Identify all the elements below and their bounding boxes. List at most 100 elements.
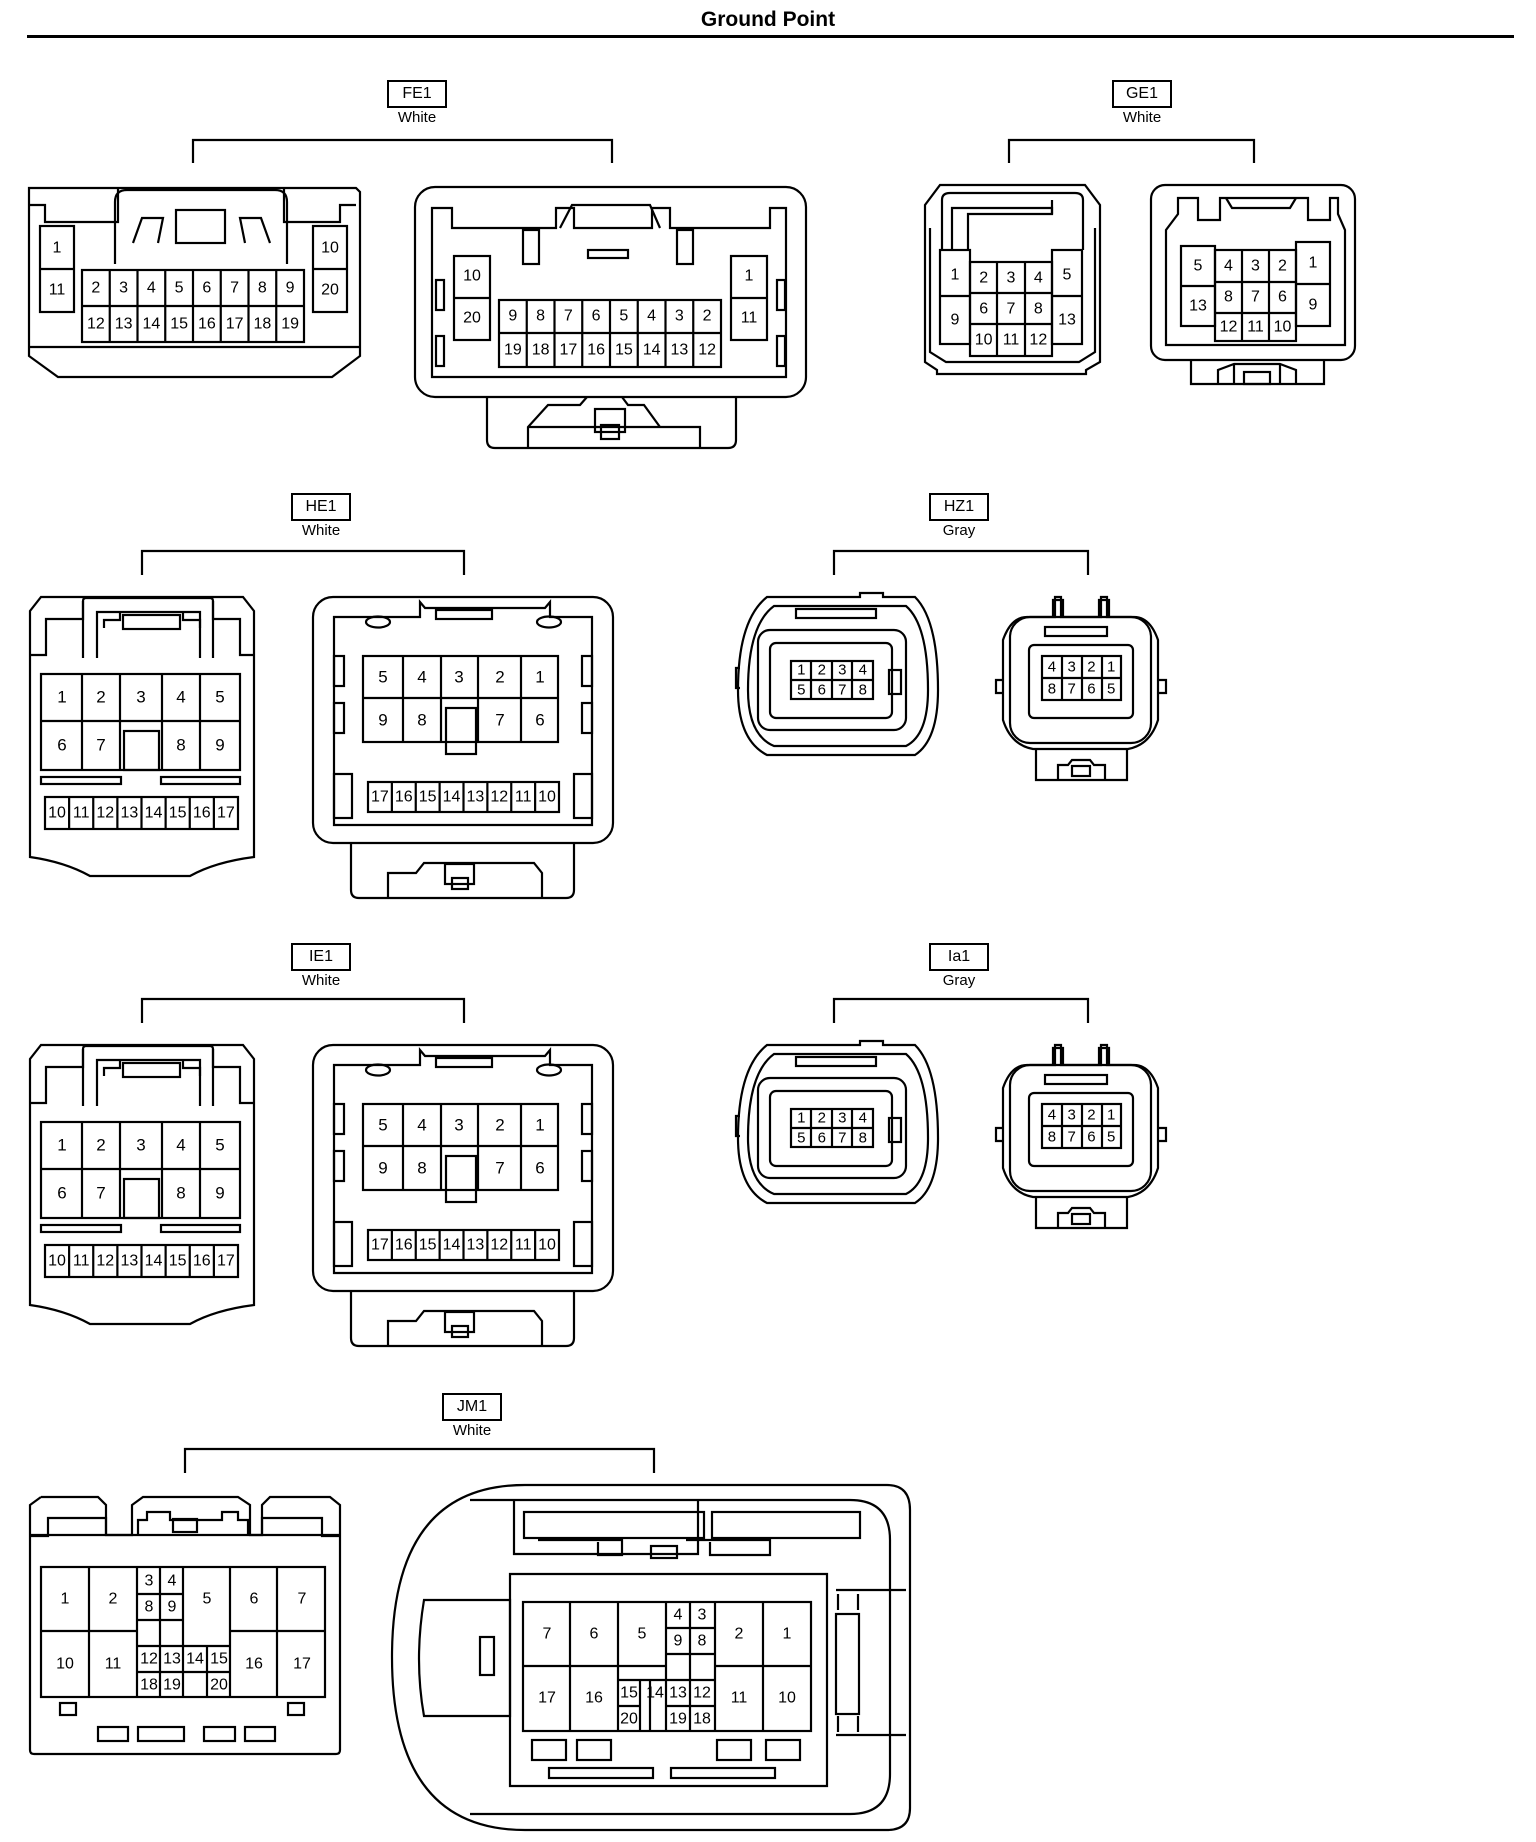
pin-number: 11 xyxy=(1003,332,1020,349)
pin-number: 13 xyxy=(670,342,688,359)
pin-number: 4 xyxy=(417,668,426,687)
pin-number: 5 xyxy=(215,688,224,707)
pin-number: 12 xyxy=(490,1237,508,1254)
pin-number: 16 xyxy=(395,789,413,806)
pin-number: 17 xyxy=(559,342,577,359)
pin-number: 16 xyxy=(245,1656,263,1673)
pin-number: 15 xyxy=(615,342,633,359)
pin-number: 20 xyxy=(463,310,481,327)
pin-number: 15 xyxy=(169,1253,187,1270)
pin-number: 1 xyxy=(783,1626,792,1643)
pin-number: 1 xyxy=(57,1136,66,1155)
pin-number: 4 xyxy=(176,688,185,707)
pin-number: 11 xyxy=(1247,319,1264,336)
pin-number: 8 xyxy=(536,308,545,325)
pin-number: 2 xyxy=(109,1591,118,1608)
pin-number: 16 xyxy=(585,1690,603,1707)
connector-code: HZ1 xyxy=(929,493,989,521)
pin-number: 10 xyxy=(48,805,66,822)
pin-number: 2 xyxy=(96,688,105,707)
pin-number: 11 xyxy=(49,282,66,299)
pin-number: 3 xyxy=(136,688,145,707)
pin-number: 5 xyxy=(203,1591,212,1608)
pin-number: 15 xyxy=(419,789,437,806)
pin-number: 3 xyxy=(119,280,128,297)
pin-number: 3 xyxy=(454,668,463,687)
pin-number: 5 xyxy=(619,308,628,325)
pin-number: 9 xyxy=(378,711,387,730)
pin-number: 11 xyxy=(741,310,758,327)
pin-number: 2 xyxy=(91,280,100,297)
pin-number: 1 xyxy=(797,1110,805,1127)
pin-number: 18 xyxy=(693,1711,711,1728)
pin-number: 19 xyxy=(281,316,299,333)
pin-number: 13 xyxy=(467,789,485,806)
bracket-he1 xyxy=(140,549,466,575)
pin-number: 5 xyxy=(378,1116,387,1135)
pin-number: 7 xyxy=(96,736,105,755)
pin-number: 8 xyxy=(176,736,185,755)
pin-number: 2 xyxy=(979,270,988,287)
pin-number: 3 xyxy=(698,1607,707,1624)
connector-code: GE1 xyxy=(1112,80,1172,108)
pin-number: 2 xyxy=(495,668,504,687)
pin-number: 10 xyxy=(538,1237,556,1254)
pin-number: 8 xyxy=(176,1184,185,1203)
pin-number: 14 xyxy=(186,1651,204,1668)
pin-number: 17 xyxy=(217,805,235,822)
pin-number: 2 xyxy=(1087,659,1095,676)
pin-number: 19 xyxy=(669,1711,687,1728)
pin-number: 1 xyxy=(1107,659,1115,676)
pin-number: 12 xyxy=(1029,332,1047,349)
pin-number: 5 xyxy=(1194,258,1203,275)
pin-number: 3 xyxy=(1067,1107,1075,1124)
pin-number: 5 xyxy=(638,1626,647,1643)
pin-number: 6 xyxy=(535,1159,544,1178)
pin-number: 4 xyxy=(1048,1107,1056,1124)
connector-code: HE1 xyxy=(291,493,351,521)
pin-number: 9 xyxy=(508,308,517,325)
pin-number: 2 xyxy=(96,1136,105,1155)
pin-number: 11 xyxy=(515,1237,532,1254)
pin-number: 16 xyxy=(395,1237,413,1254)
pin-number: 15 xyxy=(170,316,188,333)
pin-number: 9 xyxy=(215,736,224,755)
pin-number: 4 xyxy=(147,280,156,297)
pin-number: 3 xyxy=(675,308,684,325)
pin-number: 19 xyxy=(163,1677,181,1694)
pin-number: 20 xyxy=(620,1711,638,1728)
pin-number: 4 xyxy=(674,1607,683,1624)
pin-number: 9 xyxy=(286,280,295,297)
pin-number: 12 xyxy=(698,342,716,359)
connector-code: Ia1 xyxy=(929,943,989,971)
pin-number: 8 xyxy=(1034,301,1043,318)
pin-number: 2 xyxy=(703,308,712,325)
pin-number: 10 xyxy=(463,268,481,285)
pin-number: 7 xyxy=(230,280,239,297)
pin-number: 9 xyxy=(951,312,960,329)
pin-number: 14 xyxy=(145,1253,163,1270)
pin-number: 1 xyxy=(61,1591,70,1608)
pin-number: 4 xyxy=(1048,659,1056,676)
pin-number: 2 xyxy=(1278,258,1287,275)
pin-number: 17 xyxy=(371,1237,389,1254)
pin-number: 1 xyxy=(57,688,66,707)
pin-number: 8 xyxy=(859,1130,867,1147)
pin-number: 5 xyxy=(1107,1129,1115,1146)
